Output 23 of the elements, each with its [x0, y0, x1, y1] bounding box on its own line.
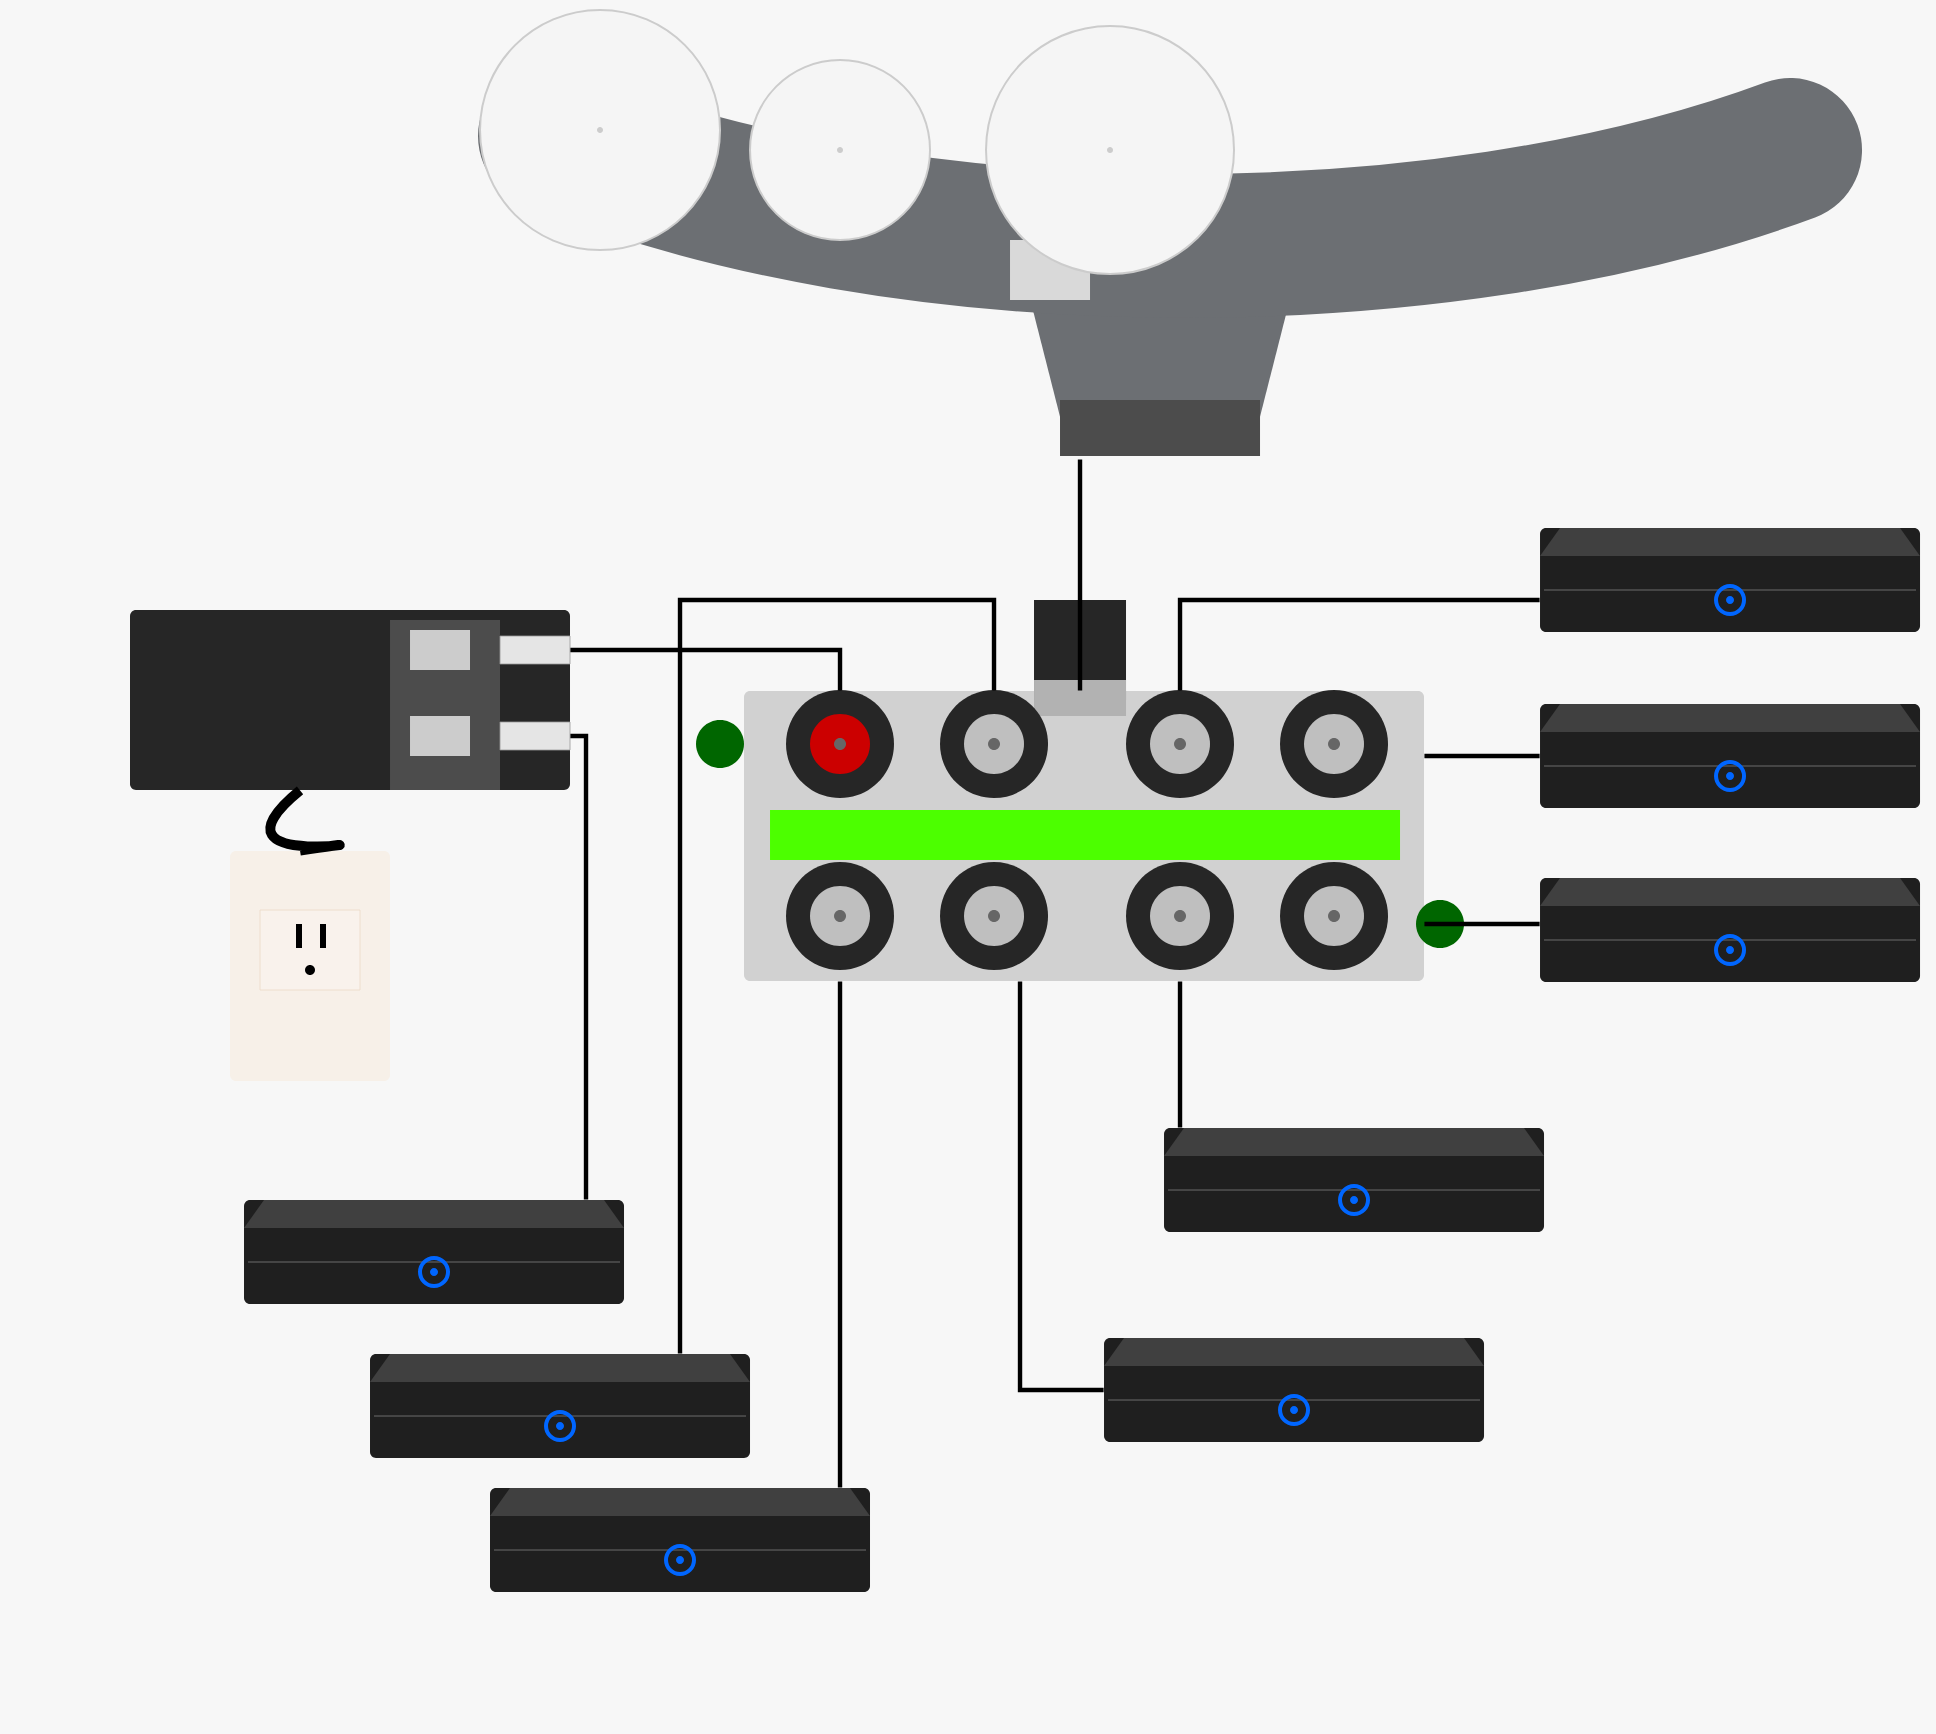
power-inserter-drawing — [130, 610, 571, 790]
satellite-dish-drawing — [478, 9, 1863, 456]
cable-line — [837, 981, 843, 1488]
wall-outlet-drawing — [230, 851, 390, 1081]
splitter-drawing — [696, 600, 1464, 981]
cable-line — [1424, 921, 1540, 927]
receiver-drawing — [1104, 1338, 1484, 1442]
receiver-drawing — [490, 1488, 870, 1592]
receiver-drawing — [244, 1200, 624, 1304]
receiver-drawing — [1540, 528, 1921, 632]
receiver-drawing — [370, 1354, 750, 1458]
power-cord — [266, 786, 340, 856]
receiver-drawing — [1540, 704, 1921, 808]
cable-line — [677, 597, 997, 1354]
cable-line — [1177, 981, 1183, 1128]
cable-line — [570, 733, 589, 1200]
cable-line — [570, 647, 843, 691]
receiver-drawing — [1164, 1128, 1544, 1232]
cable-line — [1077, 459, 1083, 691]
cable-line — [1017, 981, 1104, 1393]
cable-line — [1424, 753, 1540, 759]
receiver-drawing — [1540, 878, 1921, 982]
cable-line — [1177, 597, 1540, 691]
